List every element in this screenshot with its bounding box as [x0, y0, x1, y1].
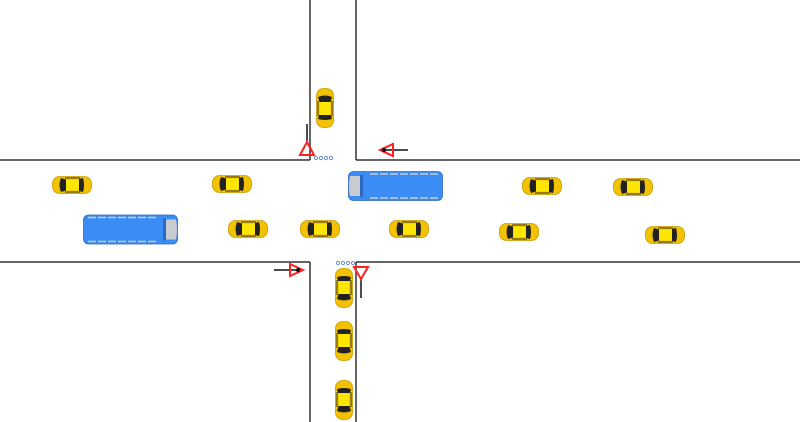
yield-arrow-west: [274, 262, 306, 278]
car: [212, 175, 252, 193]
car: [613, 178, 653, 196]
car: [335, 380, 353, 420]
car: [335, 321, 353, 361]
car: [645, 226, 685, 244]
yield-arrow-east: [377, 142, 408, 158]
car: [52, 176, 92, 194]
car: [499, 223, 539, 241]
car: [522, 177, 562, 195]
yield-sign-north: [298, 124, 316, 156]
cars: [52, 88, 685, 420]
car: [228, 220, 268, 238]
car: [389, 220, 429, 238]
detector-south: [335, 260, 356, 266]
car: [316, 88, 334, 128]
car: [300, 220, 340, 238]
yield-sign-south: [352, 266, 370, 298]
bus: [348, 171, 443, 201]
bus: [83, 214, 178, 245]
car: [335, 268, 353, 308]
detector-north: [313, 155, 334, 161]
